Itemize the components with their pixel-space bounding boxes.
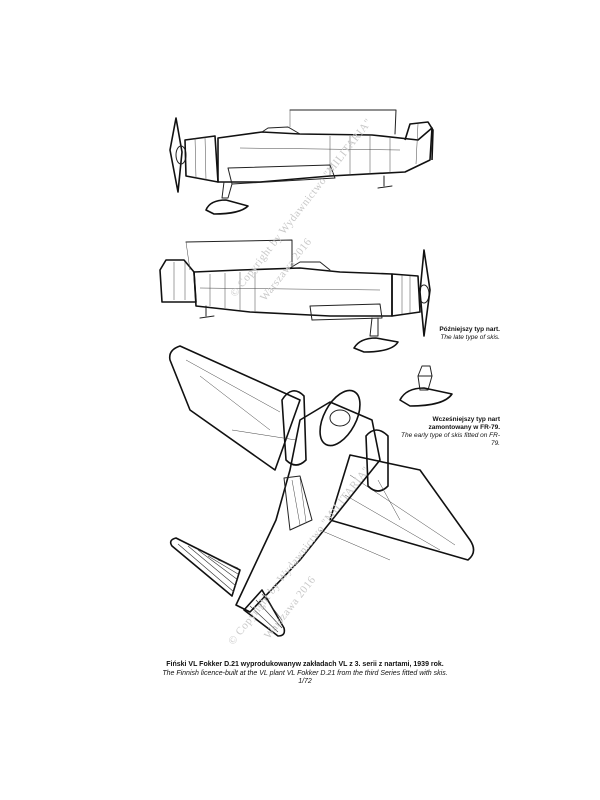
note-late-skis: Późniejszy typ nart. The late type of sk… <box>400 326 500 342</box>
side-view-right <box>159 239 431 353</box>
caption-polish: Fiński VL Fokker D.21 wyprodukowanyw zak… <box>166 661 444 668</box>
caption-english: The Finnish licence-built at the VL plan… <box>162 669 448 677</box>
plan-view <box>168 345 475 637</box>
note-early-skis-pl2: zamontowany w FR-79. <box>428 424 500 431</box>
note-early-skis: Wcześniejszy typ nart zamontowany w FR-7… <box>400 416 500 448</box>
note-early-skis-pl1: Wcześniejszy typ nart <box>432 416 500 423</box>
note-late-skis-pl: Późniejszy typ nart. <box>439 326 500 333</box>
note-late-skis-en: The late type of skis. <box>440 334 500 341</box>
caption-scale: 1/72 <box>298 678 312 685</box>
note-early-skis-en: The early type of skis fitted on FR-79. <box>401 432 500 447</box>
early-ski-detail <box>399 365 453 407</box>
figure-caption: Fiński VL Fokker D.21 wyprodukowanyw zak… <box>140 661 470 687</box>
side-view-left <box>169 109 434 215</box>
